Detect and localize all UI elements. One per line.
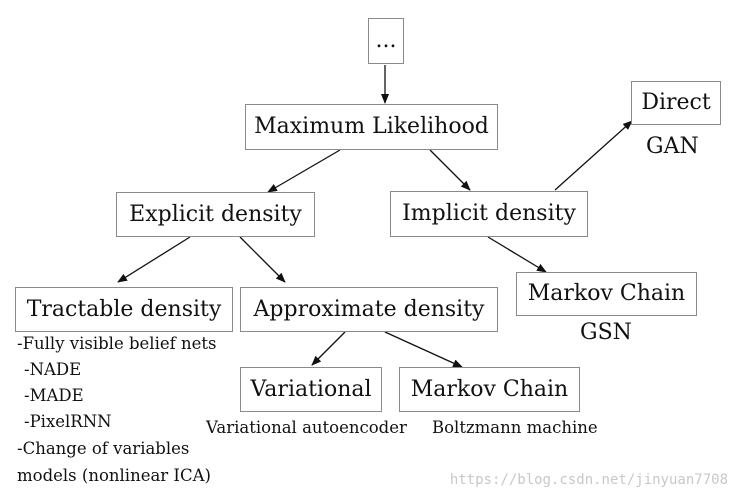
node-implicit-density: Implicit density <box>390 191 588 237</box>
node-explicit-density: Explicit density <box>116 192 315 237</box>
edge-implicit-to-direct <box>554 120 633 191</box>
tractable-list-item: -NADE <box>24 360 82 379</box>
edge-implicit-to-markov-chain <box>487 236 547 273</box>
tractable-list-item: models (nonlinear ICA) <box>17 466 211 485</box>
node-direct: Direct <box>631 81 721 125</box>
watermark: https://blog.csdn.net/jinyuan7708 <box>449 472 728 488</box>
node-tractable-density: Tractable density <box>15 287 233 332</box>
edge-maximum-likelihood-to-implicit <box>429 149 471 191</box>
label-gsn: GSN <box>580 320 632 345</box>
tractable-list-item: -Change of variables <box>17 439 190 458</box>
edge-explicit-to-tractable <box>117 236 191 283</box>
tractable-list-item: -MADE <box>24 386 84 405</box>
label-gan: GAN <box>646 134 699 159</box>
node-markov-chain-approximate: Markov Chain <box>399 367 580 412</box>
edge-approximate-to-variational <box>311 331 346 366</box>
tractable-list-item: -Fully visible belief nets <box>17 334 217 353</box>
node-variational: Variational <box>240 367 382 412</box>
caption-variational-autoencoder: Variational autoencoder <box>206 418 407 437</box>
node-maximum-likelihood: Maximum Likelihood <box>245 104 498 150</box>
caption-boltzmann-machine: Boltzmann machine <box>432 418 598 437</box>
edge-maximum-likelihood-to-explicit <box>267 149 341 193</box>
node-approximate-density: Approximate density <box>240 287 498 332</box>
node-root: ... <box>368 18 404 64</box>
tractable-list-item: -PixelRNN <box>24 412 112 431</box>
edge-explicit-to-approximate <box>239 236 286 283</box>
edge-approximate-to-markov-chain <box>384 331 463 368</box>
node-markov-chain-implicit: Markov Chain <box>516 272 697 316</box>
